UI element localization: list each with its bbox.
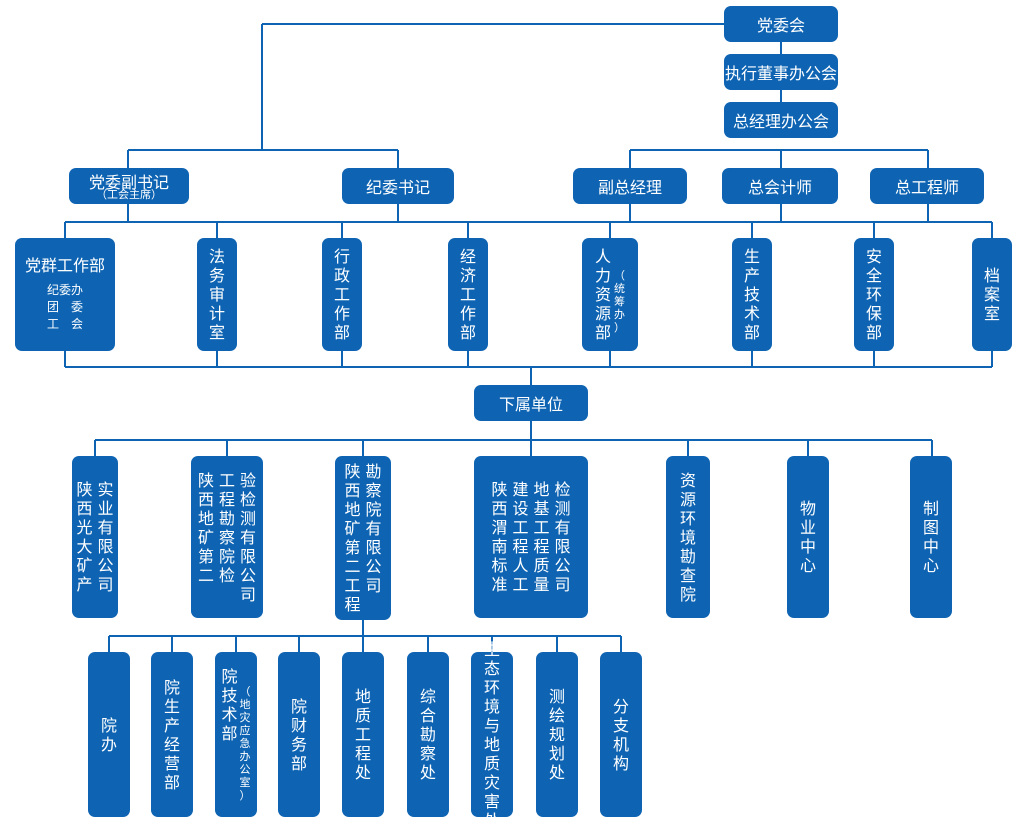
branch-geo-engineering-box: 地质工程处	[342, 652, 384, 817]
branch-office-box: 院办	[88, 652, 130, 817]
subordinate-units-label: 下属单位	[498, 395, 563, 414]
economic-dept-box: 经济工作部	[448, 238, 488, 351]
deputy-gm-box: 副总经理	[573, 168, 687, 204]
branch-office-label: 院办	[100, 715, 117, 754]
unit-name-column: 陕西地矿第二工程	[344, 462, 361, 614]
safety-env-dept-label: 安全环保部	[865, 247, 882, 342]
legal-audit-dept-label: 法务审计室	[208, 247, 225, 342]
branch-orgs-box: 分支机构	[600, 652, 642, 817]
branch-finance-label: 院财务部	[290, 696, 307, 773]
party-affairs-dept-title: 党群工作部	[24, 256, 105, 275]
chief-accountant-label: 总会计师	[747, 178, 812, 197]
branch-eco-geo-disaster-label: 生态环境与地质灾害处	[483, 639, 500, 830]
subordinate-units-box: 下属单位	[474, 385, 588, 421]
branch-survey-box: 综合勘察处	[407, 652, 449, 817]
unit-name-column: 陕西光大矿产	[76, 480, 93, 594]
branch-geo-engineering-label: 地质工程处	[354, 687, 371, 782]
board-office-label: 执行董事办公会	[724, 64, 837, 83]
discipline-secretary-label: 纪委书记	[365, 178, 430, 197]
unit-box-inspection-institute: 验检测有限公司工程勘察院检陕西地矿第二	[191, 456, 263, 618]
unit-columns: 验检测有限公司工程勘察院检陕西地矿第二	[198, 471, 256, 604]
branch-mapping-planning-box: 测绘规划处	[536, 652, 578, 817]
economic-dept-label: 经济工作部	[459, 247, 476, 342]
deputy-secretary-box: 党委副书记 （工会主席）	[69, 168, 189, 204]
branch-tech-dept-columns: （地灾应急办公室） 院技术部	[221, 667, 250, 802]
branch-survey-label: 综合勘察处	[419, 687, 436, 782]
unit-name-column: 物业中心	[799, 499, 816, 575]
hr-dept-label: 人力资源部	[594, 247, 611, 342]
unit-name-column: 检测有限公司	[554, 480, 571, 594]
unit-name-column: 实业有限公司	[97, 480, 114, 594]
branch-orgs-label: 分支机构	[612, 696, 629, 773]
unit-box-mapping-center: 制图中心	[910, 456, 952, 618]
board-office-box: 执行董事办公会	[724, 54, 838, 90]
branch-finance-box: 院财务部	[278, 652, 320, 817]
unit-box-weinan-testing: 检测有限公司地基工程质量建设工程人工陕西渭南标准	[474, 456, 588, 618]
subunit-discipline-office: 纪委办	[46, 283, 83, 297]
unit-name-column: 工程勘察院检	[218, 470, 235, 585]
production-tech-dept-label: 生产技术部	[743, 247, 760, 342]
unit-name-column: 勘察院有限公司	[365, 462, 382, 595]
party-committee-box: 党委会	[724, 6, 838, 42]
unit-columns: 资源环境勘查院	[680, 471, 696, 604]
unit-columns: 实业有限公司陕西光大矿产	[76, 480, 113, 594]
unit-box-survey-institute: 勘察院有限公司陕西地矿第二工程	[335, 456, 391, 620]
hr-dept-box: （统筹办） 人力资源部	[582, 238, 638, 351]
admin-dept-label: 行政工作部	[333, 247, 350, 342]
branch-production-ops-box: 院生产经营部	[151, 652, 193, 817]
archives-dept-box: 档案室	[972, 238, 1012, 351]
gm-office-label: 总经理办公会	[732, 112, 829, 131]
unit-columns: 物业中心	[800, 499, 816, 575]
discipline-secretary-box: 纪委书记	[342, 168, 454, 204]
unit-columns: 检测有限公司地基工程质量建设工程人工陕西渭南标准	[491, 480, 570, 594]
hr-dept-columns: （统筹办） 人力资源部	[595, 247, 625, 342]
deputy-gm-label: 副总经理	[597, 178, 662, 197]
branch-eco-geo-disaster-box: 生态环境与地质灾害处	[471, 640, 513, 830]
safety-env-dept-box: 安全环保部	[854, 238, 894, 351]
subunit-trade-union: 工 会	[46, 317, 83, 331]
deputy-secretary-label: 党委副书记	[88, 173, 169, 192]
branch-tech-dept-label: 院技术部	[221, 667, 238, 743]
chief-engineer-box: 总工程师	[870, 168, 984, 204]
archives-dept-label: 档案室	[983, 266, 1000, 323]
production-tech-dept-box: 生产技术部	[732, 238, 772, 351]
unit-columns: 制图中心	[923, 499, 939, 575]
unit-name-column: 地基工程质量	[533, 480, 550, 594]
unit-name-column: 资源环境勘查院	[679, 470, 696, 604]
party-affairs-subunits: 纪委办 团 委 工 会	[47, 282, 83, 333]
unit-box-property-center: 物业中心	[787, 456, 829, 618]
hr-dept-note: （统筹办）	[614, 269, 625, 334]
branch-mapping-planning-label: 测绘规划处	[548, 687, 565, 782]
unit-name-column: 制图中心	[922, 499, 939, 575]
unit-box-guangda: 实业有限公司陕西光大矿产	[72, 456, 118, 618]
admin-dept-box: 行政工作部	[322, 238, 362, 351]
branch-production-ops-label: 院生产经营部	[163, 677, 180, 792]
unit-name-column: 陕西地矿第二	[197, 470, 214, 585]
unit-columns: 勘察院有限公司陕西地矿第二工程	[344, 462, 381, 614]
subunit-youth-league: 团 委	[46, 300, 83, 314]
party-affairs-dept-box: 党群工作部 纪委办 团 委 工 会	[15, 238, 115, 351]
unit-name-column: 验检测有限公司	[240, 470, 257, 604]
unit-name-column: 陕西渭南标准	[491, 480, 508, 594]
chief-engineer-label: 总工程师	[894, 178, 959, 197]
unit-name-column: 建设工程人工	[512, 480, 529, 594]
branch-tech-dept-box: （地灾应急办公室） 院技术部	[215, 652, 257, 817]
party-committee-label: 党委会	[756, 16, 805, 35]
legal-audit-dept-box: 法务审计室	[197, 238, 237, 351]
branch-tech-dept-note: （地灾应急办公室）	[239, 685, 251, 802]
gm-office-box: 总经理办公会	[724, 102, 838, 138]
deputy-secretary-note: （工会主席）	[96, 188, 162, 201]
unit-box-resources-env: 资源环境勘查院	[666, 456, 710, 618]
chief-accountant-box: 总会计师	[722, 168, 838, 204]
